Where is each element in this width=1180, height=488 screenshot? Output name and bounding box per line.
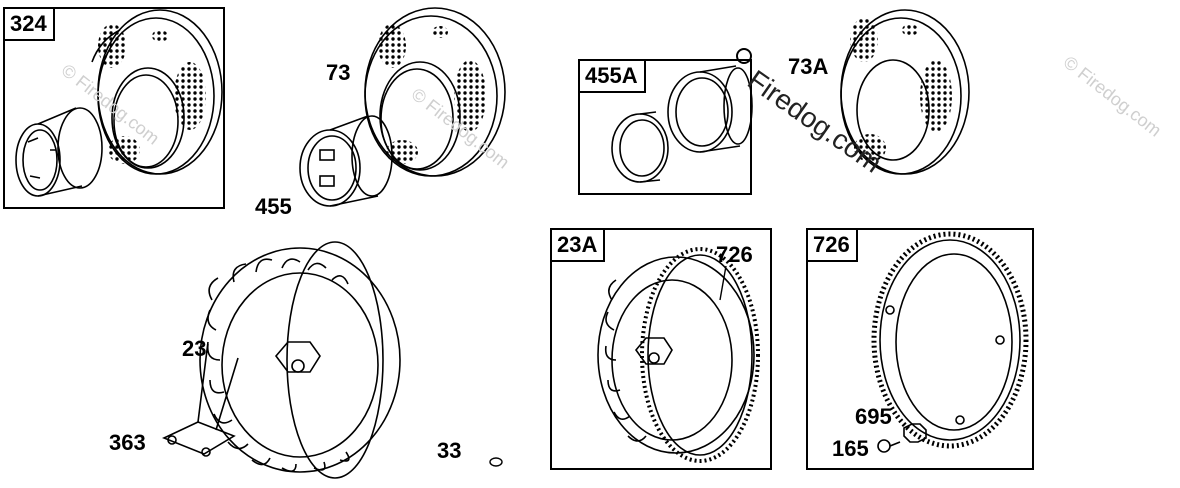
shroud-screen-73 bbox=[364, 7, 506, 177]
part-33 bbox=[489, 457, 503, 467]
part-box-455A-label: 455A bbox=[580, 61, 646, 93]
ring-455A bbox=[611, 111, 669, 183]
shroud-screen-73A bbox=[840, 9, 970, 175]
copyright-mark bbox=[736, 48, 752, 64]
callout-363: 363 bbox=[109, 430, 146, 455]
part-box-23A: 23A bbox=[550, 228, 772, 470]
cup-455A bbox=[667, 65, 753, 153]
part-box-726: 726 bbox=[806, 228, 1034, 470]
screw-165 bbox=[877, 439, 901, 453]
callout-73A: 73A bbox=[788, 54, 829, 79]
callout-23: 23 bbox=[182, 336, 207, 361]
part-box-726-label: 726 bbox=[808, 230, 858, 262]
flywheel-23 bbox=[199, 241, 401, 479]
nut-695 bbox=[903, 423, 927, 443]
callout-33: 33 bbox=[437, 438, 462, 463]
retainer-cup-455 bbox=[299, 115, 393, 207]
callout-73: 73 bbox=[326, 60, 351, 85]
callout-455: 455 bbox=[255, 194, 292, 219]
part-box-324: 324 bbox=[3, 7, 225, 209]
callout-726-flywheel: 726 bbox=[716, 242, 753, 267]
part-box-324-label: 324 bbox=[5, 9, 55, 41]
shroud-screen-324 bbox=[91, 9, 223, 175]
part-box-23A-label: 23A bbox=[552, 230, 606, 262]
part-box-455A: 455A bbox=[578, 59, 752, 195]
retainer-cup-324 bbox=[15, 107, 103, 197]
ring-gear-726 bbox=[871, 231, 1029, 449]
leader-726 bbox=[719, 265, 727, 301]
callout-695: 695 bbox=[855, 404, 892, 429]
callout-165: 165 bbox=[832, 436, 869, 461]
bracket-363 bbox=[161, 341, 239, 457]
flywheel-23A bbox=[597, 247, 760, 463]
